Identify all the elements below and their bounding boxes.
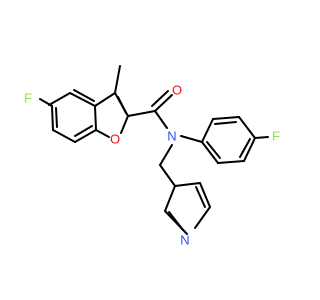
bond [55,107,58,128]
bond [39,98,53,107]
bond [201,141,219,164]
bond [214,121,237,125]
bond [254,136,269,139]
atom-n-amide: N [167,128,176,143]
bond [154,110,168,129]
bond [212,116,240,120]
atom-o-ring: O [110,131,120,146]
bond [180,135,203,143]
bond [94,105,97,131]
bond [168,211,184,231]
bond [174,182,201,187]
bond [151,90,169,107]
bond [74,129,97,143]
bond [94,92,116,107]
molecule-structure: F O O N F N [24,65,280,247]
bond [48,92,71,106]
bond [199,182,211,208]
bond [95,129,110,138]
bond [73,89,95,102]
bond [238,116,256,139]
bond [239,138,251,158]
bond [51,105,54,131]
bond [201,118,214,143]
bond [164,185,176,212]
atom-labels: F O O N F N [24,82,280,247]
bond [159,144,173,166]
bond [194,206,211,229]
atom-f-left: F [24,90,32,105]
bond [127,110,156,117]
bond [117,96,127,114]
bond [243,137,256,162]
bond [52,129,76,143]
atom-o-carbonyl: O [172,82,182,97]
bond [159,164,176,187]
bond [206,141,221,159]
bond [195,186,206,208]
atom-n-pyridine: N [180,232,189,247]
bond [217,160,245,164]
bonds [39,65,269,235]
bond [114,65,121,94]
bond [154,94,173,112]
bond [74,125,93,137]
atom-f-right: F [272,128,280,143]
bond [120,115,129,134]
bond [69,92,96,107]
